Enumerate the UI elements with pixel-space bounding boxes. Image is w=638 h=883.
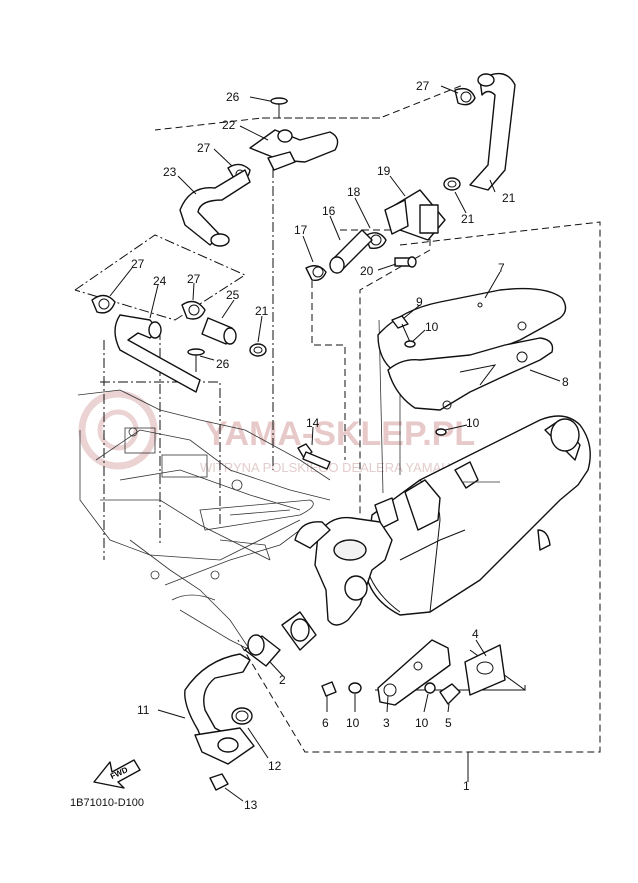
callout-21-lower: 21 xyxy=(255,304,269,318)
lower-pipes xyxy=(184,443,506,791)
breather-hoses xyxy=(179,72,516,282)
callout-27-left: 27 xyxy=(131,257,145,271)
callout-labels: 26 27 22 27 23 19 18 16 17 20 21 21 27 2… xyxy=(131,79,569,812)
callout-17: 18 xyxy=(347,185,361,199)
callout-10-a: 10 xyxy=(346,716,360,730)
left-hoses xyxy=(91,294,267,393)
callout-27-mid: 27 xyxy=(197,141,211,155)
callout-19: 20 xyxy=(360,264,374,278)
callout-15: 16 xyxy=(322,204,336,218)
callout-10-upper: 10 xyxy=(425,320,439,334)
watermark: YAMA-SKLEP.PL WITRYNA POLSKIEGO DEALERA … xyxy=(78,390,475,475)
callout-10-b: 10 xyxy=(415,716,429,730)
callout-8: 8 xyxy=(562,375,569,389)
heat-protectors xyxy=(377,287,567,436)
callout-10-mid: 10 xyxy=(466,416,480,430)
callout-21-top: 21 xyxy=(461,212,475,226)
muffler xyxy=(294,415,591,626)
callout-9: 9 xyxy=(416,295,423,309)
callout-22: 22 xyxy=(222,118,236,132)
callout-18: 19 xyxy=(377,164,391,178)
callout-3: 3 xyxy=(383,716,390,730)
engine-frame xyxy=(77,389,331,651)
callout-7: 7 xyxy=(498,261,505,275)
callout-6: 6 xyxy=(322,716,329,730)
callout-leaders xyxy=(109,85,561,802)
callout-14: 14 xyxy=(306,416,320,430)
callout-26-top: 26 xyxy=(226,90,240,104)
callout-11: 11 xyxy=(137,703,150,717)
callout-2: 2 xyxy=(279,673,286,687)
callout-23: 23 xyxy=(163,165,177,179)
callout-13: 13 xyxy=(244,798,258,812)
callout-27-top: 27 xyxy=(416,79,430,93)
callout-25: 25 xyxy=(226,288,240,302)
watermark-title: YAMA-SKLEP.PL xyxy=(205,415,475,453)
callout-24: 24 xyxy=(153,274,167,288)
watermark-subtitle: WITRYNA POLSKIEGO DEALERA YAMAHA xyxy=(200,460,460,475)
callout-5: 5 xyxy=(445,716,452,730)
callout-27-lower: 27 xyxy=(187,272,201,286)
callout-26-lower: 26 xyxy=(216,357,230,371)
diagram-code: 1B71010-D100 xyxy=(70,797,144,809)
fwd-arrow: FWD xyxy=(93,759,141,789)
callout-16: 17 xyxy=(294,223,308,237)
callout-1: 1 xyxy=(463,779,470,793)
callout-20: 21 xyxy=(502,191,516,205)
callout-12: 12 xyxy=(268,759,282,773)
callout-4: 4 xyxy=(472,627,479,641)
